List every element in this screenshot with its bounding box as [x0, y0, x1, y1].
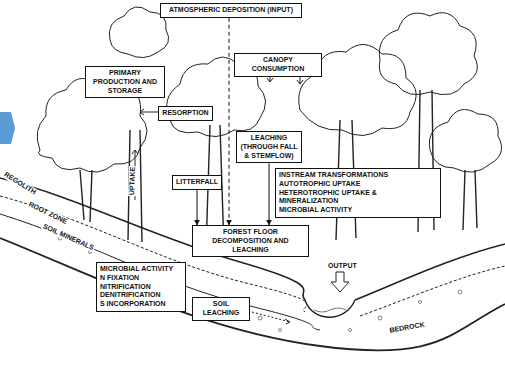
process-box: MICROBIAL ACTIVITYN FIXATIONNITRIFICATIO…	[96, 262, 186, 312]
side-tab	[0, 112, 15, 144]
box-text: MICROBIAL ACTIVITY	[100, 265, 182, 274]
process-box: LITTERFALL	[172, 175, 222, 190]
box-text: S INCORPORATION	[100, 300, 182, 309]
box-text: SOIL LEACHING	[196, 300, 246, 318]
box-text: FOREST FLOOR DECOMPOSITION AND LEACHING	[196, 228, 305, 254]
process-box: FOREST FLOOR DECOMPOSITION AND LEACHING	[192, 225, 309, 257]
part-label: OUTPUT	[327, 262, 358, 270]
box-text: MICROBIAL ACTIVITY	[279, 206, 437, 215]
process-box: PRIMARY PRODUCTION AND STORAGE	[85, 66, 165, 98]
part-label: BEDROCK	[388, 321, 426, 335]
output-arrow	[331, 272, 349, 292]
flow-arrow	[229, 18, 230, 225]
part-label: ROOT ZONE	[27, 200, 70, 226]
flow-arrow	[269, 163, 270, 225]
process-box: CANOPY CONSUMPTION	[234, 53, 322, 77]
box-text: HETEROTROPHIC UPTAKE & MINERALIZATION	[279, 189, 437, 207]
box-text: ATMOSPHERIC DEPOSITION (INPUT)	[164, 6, 298, 15]
part-label: REGOLITH	[2, 170, 38, 197]
process-box: SOIL LEACHING	[192, 297, 250, 321]
process-box: ATMOSPHERIC DEPOSITION (INPUT)	[160, 3, 302, 18]
flow-arrow	[197, 190, 198, 225]
tree-crowns	[37, 7, 501, 172]
box-text: LITTERFALL	[176, 178, 218, 187]
box-text: LEACHING (THROUGH FALL & STEMFLOW)	[240, 134, 298, 160]
process-box: INSTREAM TRANSFORMATIONSAUTOTROPHIC UPTA…	[275, 168, 441, 218]
box-text: CANOPY CONSUMPTION	[238, 56, 318, 74]
stream-channel	[305, 300, 355, 317]
box-text: DENITRIFICATION	[100, 291, 182, 300]
box-text: N FIXATION	[100, 274, 182, 283]
box-text: RESORPTION	[162, 109, 209, 118]
box-text: AUTOTROPHIC UPTAKE	[279, 180, 437, 189]
box-text: NITRIFICATION	[100, 283, 182, 292]
part-label: SOIL MINERALS	[41, 222, 96, 252]
box-text: PRIMARY PRODUCTION AND STORAGE	[89, 69, 161, 95]
process-box: LEACHING (THROUGH FALL & STEMFLOW)	[236, 131, 302, 163]
process-box: RESORPTION	[158, 106, 213, 121]
part-label: UPTAKE	[128, 166, 137, 197]
box-text: INSTREAM TRANSFORMATIONS	[279, 171, 437, 180]
